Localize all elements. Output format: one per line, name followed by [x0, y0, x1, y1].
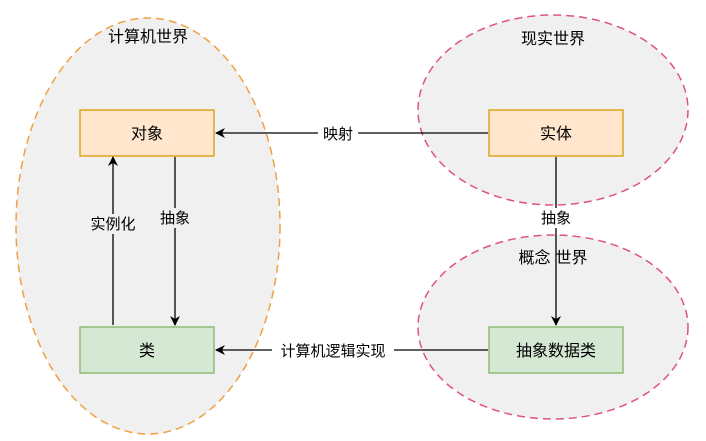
- abstraction-right-label-bg: [537, 208, 575, 228]
- abstract-data-class-node-label: 抽象数据类: [516, 341, 596, 360]
- real-world-label: 现实世界: [521, 29, 585, 48]
- mapping-label: 映射: [323, 125, 353, 143]
- mapping-label-bg: [318, 124, 358, 144]
- instantiation-label-bg: [86, 214, 140, 234]
- concept-world-label: 概念 世界: [518, 248, 587, 267]
- object-node-label: 对象: [131, 124, 163, 143]
- entity-node[interactable]: 实体: [488, 109, 624, 157]
- instantiation-label: 实例化: [90, 215, 135, 233]
- computer-logic-impl-label: 计算机逻辑实现: [280, 342, 385, 360]
- class-node-label: 类: [139, 341, 155, 360]
- object-node[interactable]: 对象: [79, 109, 215, 157]
- class-node[interactable]: 类: [79, 326, 215, 374]
- computer-logic-impl-label-bg: [272, 341, 394, 361]
- abstraction-left-label: 抽象: [160, 209, 190, 227]
- abstraction-right-label: 抽象: [541, 209, 571, 227]
- abstraction-left-label-bg: [156, 208, 194, 228]
- abstract-data-class-node[interactable]: 抽象数据类: [488, 326, 624, 374]
- entity-node-label: 实体: [540, 124, 572, 143]
- computer-world-label: 计算机世界: [108, 27, 188, 46]
